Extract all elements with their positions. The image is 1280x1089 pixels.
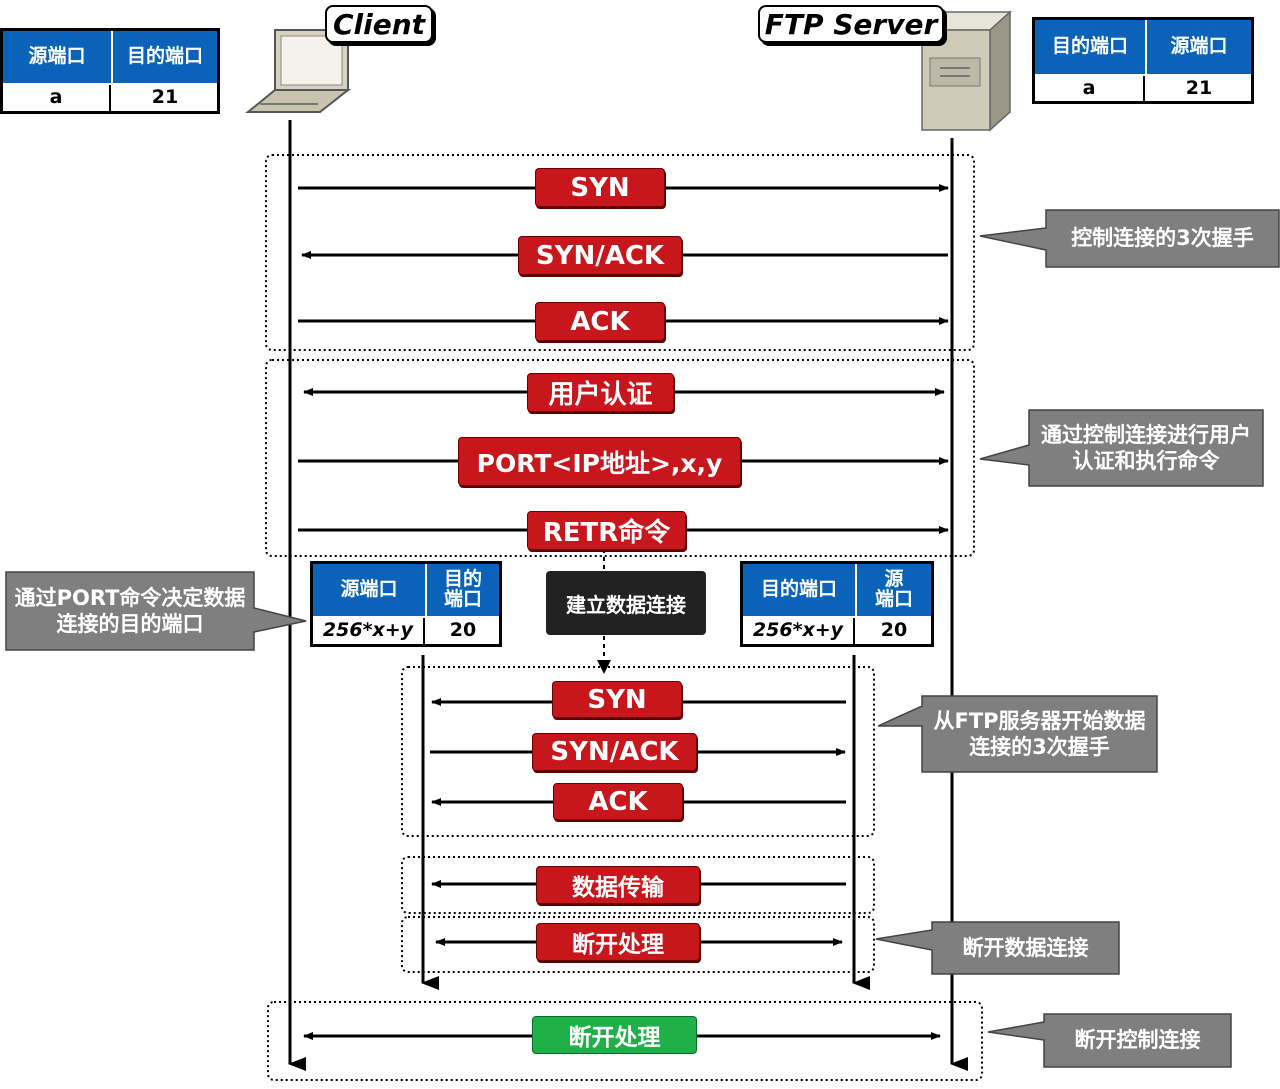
callout-auth-commands xyxy=(979,409,1264,487)
dst-port-header: 目的端口 xyxy=(743,564,855,616)
src-port-header: 源 端口 xyxy=(857,564,931,616)
callout-control-handshake-text: 控制连接的3次握手 xyxy=(1071,226,1254,251)
msg-data-synack: SYN/ACK xyxy=(532,733,697,771)
src-port-value: 21 xyxy=(1147,76,1251,101)
dst-port-value: 256*x+y xyxy=(743,618,855,644)
msg-ack: ACK xyxy=(535,302,665,341)
dst-port-header: 目的 端口 xyxy=(427,564,499,616)
msg-synack: SYN/ACK xyxy=(518,236,682,275)
msg-data-transfer: 数据传输 xyxy=(536,866,700,904)
dst-port-value: a xyxy=(1035,76,1145,101)
server-title: FTP Server xyxy=(758,5,944,43)
callout-close-control xyxy=(987,1013,1232,1068)
msg-retr: RETR命令 xyxy=(527,511,686,550)
client-port-table: 源端口 目的端口 a 21 xyxy=(0,28,220,114)
data-transfer-group xyxy=(401,856,875,914)
callout-close-data-text: 断开数据连接 xyxy=(962,935,1089,960)
msg-data-close: 断开处理 xyxy=(536,923,700,961)
src-port-header: 源端口 xyxy=(313,564,425,616)
msg-final-close: 断开处理 xyxy=(532,1016,697,1054)
callout-port-decides xyxy=(5,571,307,651)
msg-port: PORT<IP地址>,x,y xyxy=(458,437,741,486)
msg-syn: SYN xyxy=(535,168,665,207)
src-port-value: 20 xyxy=(857,618,931,644)
src-port-header: 源端口 xyxy=(3,31,111,83)
callout-auth-commands-text: 通过控制连接进行用户认证和执行命令 xyxy=(1041,422,1251,473)
control-close-group xyxy=(267,1001,983,1081)
dst-port-header: 目的端口 xyxy=(1035,20,1145,74)
msg-data-ack: ACK xyxy=(553,783,683,820)
laptop-icon xyxy=(245,29,351,113)
client-title: Client xyxy=(325,5,433,43)
control-handshake-group xyxy=(265,154,975,351)
data-client-port-table: 源端口 目的 端口 256*x+y 20 xyxy=(310,561,502,647)
dst-port-value: 20 xyxy=(427,618,499,644)
server-port-table: 目的端口 源端口 a 21 xyxy=(1032,17,1254,104)
msg-data-syn: SYN xyxy=(552,681,682,718)
dst-port-value: 21 xyxy=(113,85,217,111)
auth-command-group xyxy=(265,359,975,557)
server-icon xyxy=(920,10,1012,132)
data-server-port-table: 目的端口 源 端口 256*x+y 20 xyxy=(740,561,934,647)
src-port-value: a xyxy=(3,85,111,111)
data-close-group xyxy=(401,916,875,973)
data-handshake-group xyxy=(401,666,875,837)
callout-port-decides-text: 通过PORT命令决定数据连接的目的端口 xyxy=(14,585,246,636)
src-port-header: 源端口 xyxy=(1147,20,1251,74)
callout-control-handshake xyxy=(979,209,1280,268)
callout-server-starts-text: 从FTP服务器开始数据连接的3次握手 xyxy=(933,708,1146,759)
callout-server-starts xyxy=(877,695,1158,773)
callout-close-data xyxy=(875,921,1120,975)
establish-arrowhead xyxy=(597,660,611,674)
callout-close-control-text: 断开控制连接 xyxy=(1074,1028,1201,1053)
dst-port-header: 目的端口 xyxy=(113,31,217,83)
msg-auth: 用户认证 xyxy=(527,373,674,412)
src-port-value: 256*x+y xyxy=(313,618,425,644)
establish-data-connection: 建立数据连接 xyxy=(546,571,706,635)
